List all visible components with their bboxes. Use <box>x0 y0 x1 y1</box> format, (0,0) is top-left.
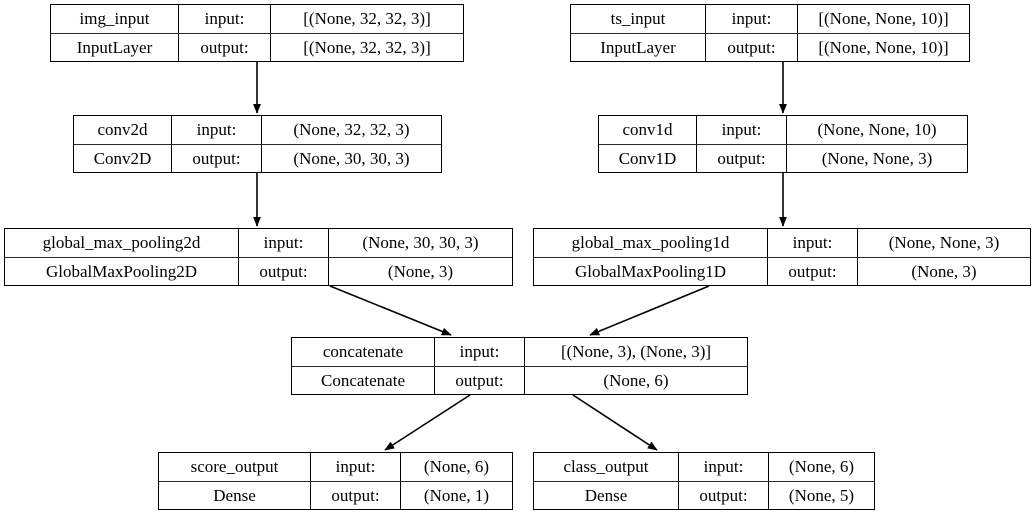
node-type-label: InputLayer <box>571 33 706 61</box>
node-name-label: class_output <box>534 453 679 481</box>
node-output-label: output: <box>435 366 525 394</box>
node-output-label: output: <box>179 33 271 61</box>
node-input-label: input: <box>706 5 798 33</box>
edge-global_max_pooling1d-to-concatenate <box>589 285 710 336</box>
node-output-label: output: <box>311 481 401 509</box>
node-output-shape: (None, 5) <box>788 485 855 505</box>
node-input-shape: (None, 6) <box>788 457 855 477</box>
node-output-label: output: <box>706 33 798 61</box>
node-output-shape: (None, None, 3) <box>821 148 933 168</box>
node-output-shape: (None, 1) <box>423 485 490 505</box>
node-input-shape: (None, 32, 32, 3) <box>293 120 410 140</box>
node-input-shape: [(None, None, 10)] <box>818 9 949 29</box>
node-name-label: conv1d <box>599 116 697 144</box>
node-type-label: Dense <box>534 481 679 509</box>
node-type-label: Concatenate <box>292 366 435 394</box>
node-type-label: InputLayer <box>51 33 179 61</box>
node-type-label: Dense <box>159 481 311 509</box>
edge-global_max_pooling2d-to-concatenate <box>329 285 452 336</box>
node-input-shape: (None, None, 10) <box>817 120 937 140</box>
node-name-label: global_max_pooling1d <box>534 229 768 257</box>
node-input-label: input: <box>679 453 769 481</box>
node-input-label: input: <box>435 338 525 366</box>
node-output-label: output: <box>172 144 262 172</box>
node-input-label: input: <box>697 116 787 144</box>
node-output-label: output: <box>239 257 329 285</box>
node-output-label: output: <box>768 257 858 285</box>
edge-concatenate-to-score_output <box>384 394 471 451</box>
node-name-label: conv2d <box>74 116 172 144</box>
node-input-label: input: <box>239 229 329 257</box>
node-type-label: Conv1D <box>599 144 697 172</box>
edge-concatenate-to-class_output <box>572 394 658 451</box>
node-input-shape: (None, 30, 30, 3) <box>362 233 479 253</box>
node-type-label: GlobalMaxPooling2D <box>5 257 239 285</box>
node-name-label: img_input <box>51 5 179 33</box>
node-output-shape: (None, 30, 30, 3) <box>293 148 410 168</box>
node-name-label: concatenate <box>292 338 435 366</box>
node-output-shape: [(None, None, 10)] <box>818 37 949 57</box>
node-input-label: input: <box>172 116 262 144</box>
node-output-shape: (None, 6) <box>603 370 669 390</box>
node-name-label: score_output <box>159 453 311 481</box>
node-input-shape: [(None, 3), (None, 3)] <box>560 342 712 362</box>
node-output-shape: (None, 3) <box>387 261 454 281</box>
node-input-shape: [(None, 32, 32, 3)] <box>303 9 431 29</box>
node-output-label: output: <box>697 144 787 172</box>
node-output-shape: [(None, 32, 32, 3)] <box>303 37 431 57</box>
node-output-label: output: <box>679 481 769 509</box>
node-output-shape: (None, 3) <box>911 261 977 281</box>
node-input-label: input: <box>179 5 271 33</box>
node-input-shape: (None, None, 3) <box>888 233 1000 253</box>
node-input-label: input: <box>311 453 401 481</box>
node-name-label: global_max_pooling2d <box>5 229 239 257</box>
node-type-label: GlobalMaxPooling1D <box>534 257 768 285</box>
node-input-label: input: <box>768 229 858 257</box>
node-type-label: Conv2D <box>74 144 172 172</box>
node-input-shape: (None, 6) <box>423 457 490 477</box>
node-name-label: ts_input <box>571 5 706 33</box>
